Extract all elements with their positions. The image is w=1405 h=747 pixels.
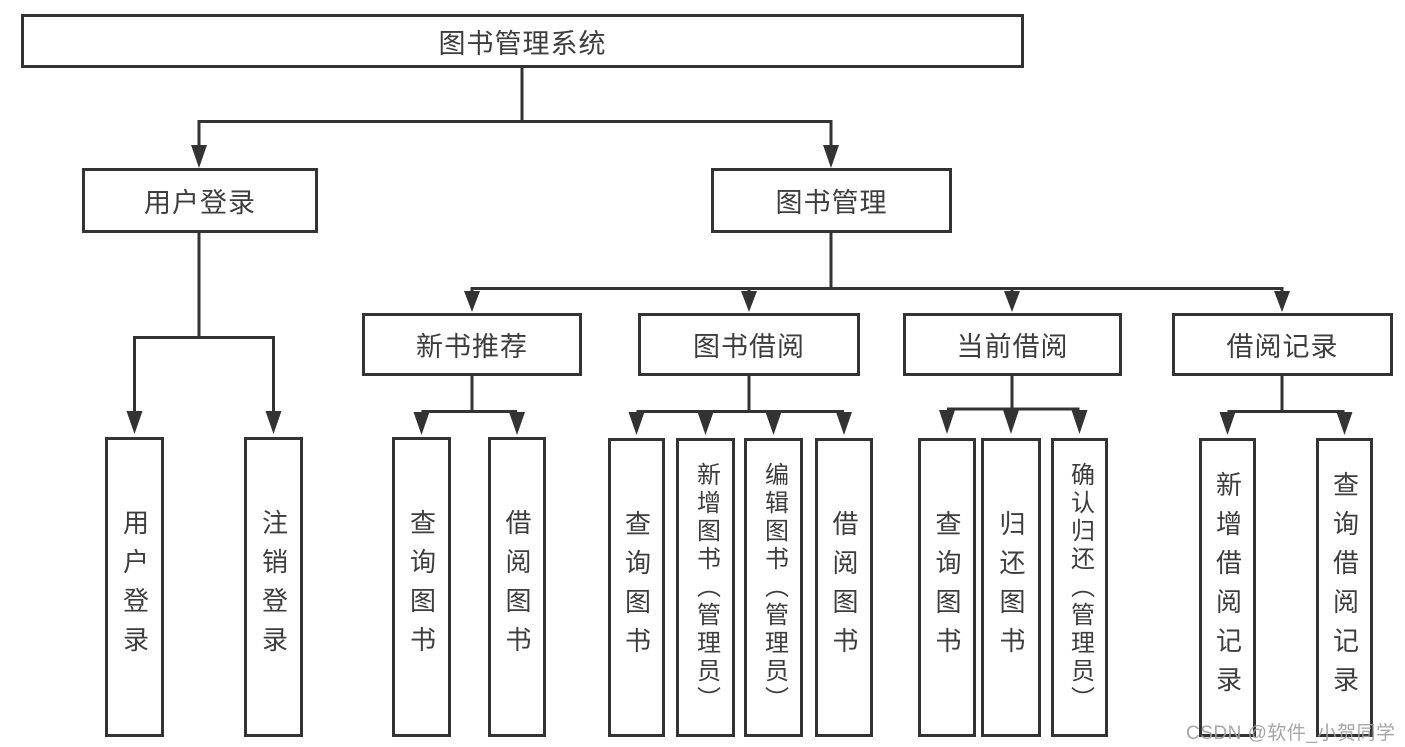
- leaf-return-books: 归还图书: [981, 438, 1041, 737]
- leaf-user-login: 用户登录: [105, 437, 164, 737]
- leaf-borrow-books-borrowing: 借阅图书: [815, 438, 873, 737]
- leaf-query-books-recommend: 查询图书: [392, 437, 451, 737]
- node-user-login: 用户登录: [82, 168, 318, 233]
- node-new-book-recommendation: 新书推荐: [362, 313, 582, 376]
- leaf-edit-books-admin: 编辑图书（管理员）: [744, 438, 803, 737]
- node-current-borrowing: 当前借阅: [903, 313, 1122, 376]
- leaf-add-books-admin: 新增图书（管理员）: [676, 438, 735, 737]
- node-book-borrowing: 图书借阅: [638, 313, 860, 376]
- leaf-logout: 注销登录: [244, 437, 303, 737]
- leaf-query-borrow-record: 查询借阅记录: [1316, 438, 1373, 737]
- leaf-confirm-return-admin: 确认归还（管理员）: [1051, 438, 1108, 737]
- watermark: CSDN @软件_小贺同学: [1186, 723, 1396, 744]
- node-library-management-system: 图书管理系统: [21, 14, 1024, 68]
- node-borrowing-records: 借阅记录: [1172, 313, 1393, 376]
- leaf-add-borrow-record: 新增借阅记录: [1199, 438, 1256, 737]
- leaf-query-books-current: 查询图书: [918, 438, 976, 737]
- leaf-borrow-books-recommend: 借阅图书: [488, 437, 546, 737]
- leaf-query-books-borrowing: 查询图书: [608, 438, 665, 737]
- node-book-management: 图书管理: [711, 168, 952, 233]
